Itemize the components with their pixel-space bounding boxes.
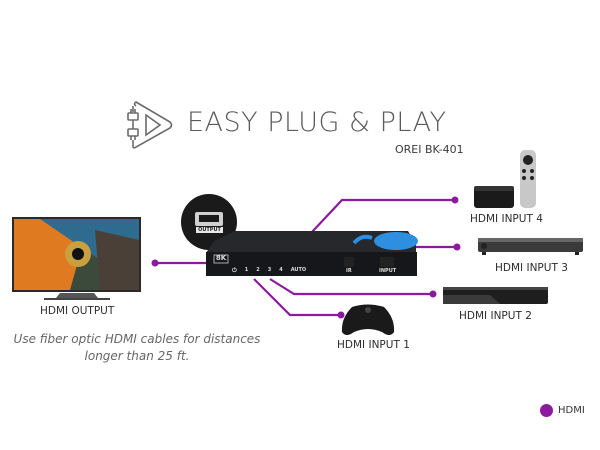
hdmi-cables [155,198,455,317]
model-subtitle: OREI BK-401 [395,143,464,156]
switch-8k-badge: 8K [215,254,227,262]
output-port-callout [181,194,237,250]
input-button-label[interactable]: INPUT [379,268,397,274]
tv-label: HDMI OUTPUT [40,305,115,317]
plug-play-icon [127,101,173,149]
streaming-box-icon [474,150,536,208]
game-controller-icon [341,304,395,335]
hdmi-switch [206,231,418,276]
cable-input2 [269,278,431,296]
port-button-1[interactable]: 1 [244,267,249,273]
switch-port-buttons: ⏻ 1 2 3 4 AUTO [232,267,306,275]
cable-endpoints [151,196,461,319]
input1-label: HDMI INPUT 1 [337,339,410,351]
tv-icon [12,217,141,300]
dvd-player-icon [478,238,583,255]
port-button-4[interactable]: 4 [279,267,283,273]
legend-label: HDMI [558,405,585,416]
input4-label: HDMI INPUT 4 [470,213,543,225]
output-port-label: OUTPUT [198,227,221,233]
port-button-3[interactable]: 3 [267,267,272,273]
ir-sensor-label: IR [346,268,352,274]
auto-button[interactable]: AUTO [290,267,307,273]
page-title: EASY PLUG & PLAY [187,107,447,138]
legend: HDMI [540,404,585,417]
note-line-2: longer than 25 ft. [84,349,190,363]
hdmi-legend-dot-icon [540,404,553,417]
cable-input4 [311,198,454,233]
note-line-1: Use fiber optic HDMI cables for distance… [13,332,261,346]
port-button-2[interactable]: 2 [256,267,260,273]
power-icon[interactable]: ⏻ [232,267,237,274]
cable-input1 [253,278,339,317]
bluray-player-icon [443,287,548,304]
input2-label: HDMI INPUT 2 [459,310,532,322]
cable-length-note: Use fiber optic HDMI cables for distance… [0,331,274,365]
input3-label: HDMI INPUT 3 [495,262,568,274]
